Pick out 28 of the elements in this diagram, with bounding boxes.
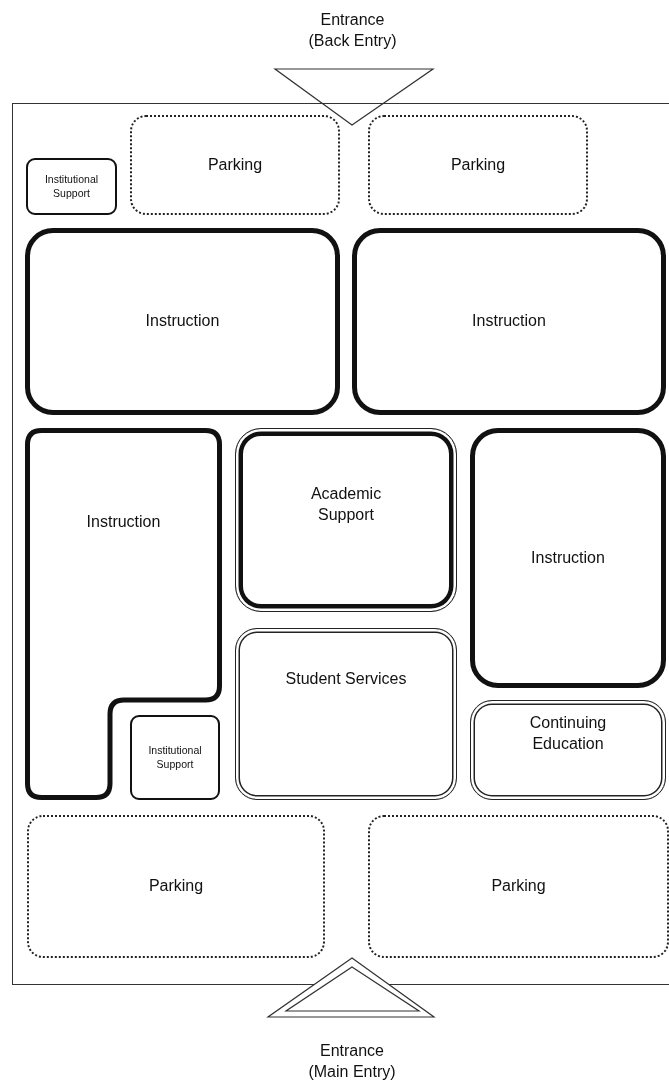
building-zone bbox=[470, 428, 666, 688]
parking-area bbox=[368, 815, 669, 958]
zone-label: Instruction bbox=[145, 311, 220, 332]
entrance-label: Entrance (Back Entry) bbox=[307, 10, 398, 51]
zone-label: Student Services bbox=[285, 669, 407, 689]
zone-label: Academic Support bbox=[309, 484, 383, 525]
parking-label: Parking bbox=[491, 876, 546, 897]
building-zone bbox=[26, 158, 117, 215]
zone-label: Instruction bbox=[472, 311, 546, 332]
building-zone bbox=[130, 715, 220, 800]
parking-area bbox=[130, 115, 340, 215]
parking-area bbox=[27, 815, 325, 958]
parking-area bbox=[368, 115, 588, 215]
building-zone bbox=[235, 628, 457, 800]
building-zone bbox=[470, 700, 666, 800]
building-zone bbox=[235, 428, 457, 612]
zone-label: Continuing Education bbox=[528, 713, 608, 754]
parking-label: Parking bbox=[148, 876, 204, 897]
entrance-label: Entrance (Main Entry) bbox=[307, 1041, 397, 1080]
parking-label: Parking bbox=[450, 155, 506, 175]
zone-label: Instruction bbox=[531, 547, 605, 568]
zone-label: Institutional Support bbox=[43, 172, 100, 201]
zone-label: Instruction bbox=[86, 512, 161, 532]
building-zone bbox=[25, 228, 340, 415]
parking-label: Parking bbox=[207, 155, 263, 175]
campus-outline bbox=[12, 103, 669, 985]
zone-label: Institutional Support bbox=[147, 743, 203, 772]
building-zone bbox=[352, 228, 666, 415]
